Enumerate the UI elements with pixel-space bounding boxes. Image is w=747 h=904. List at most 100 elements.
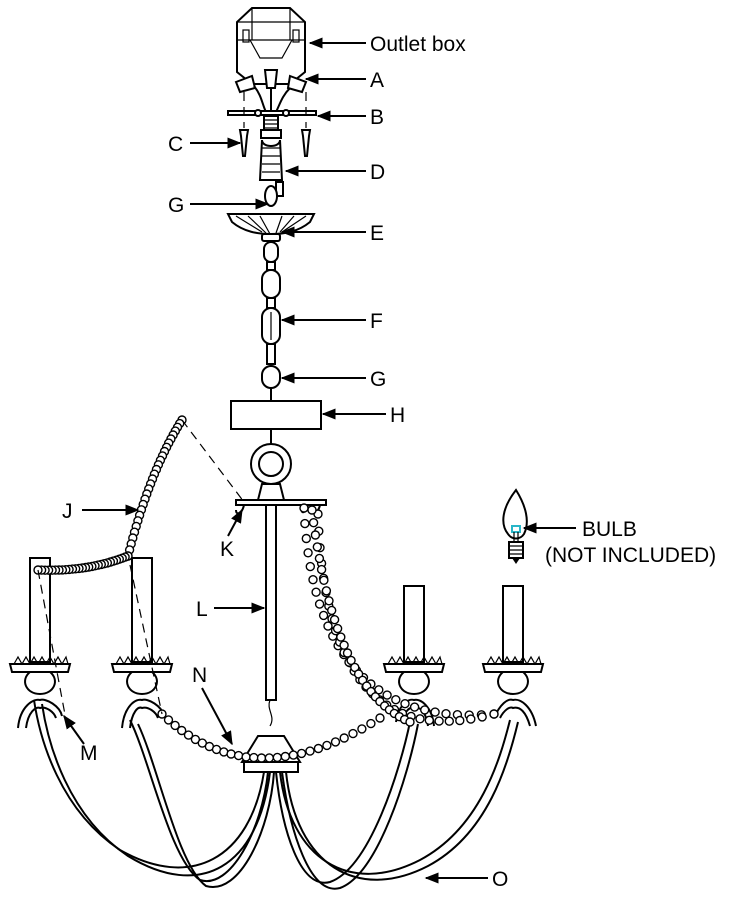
label-f: F (370, 310, 383, 333)
threaded-nipple (258, 115, 284, 207)
cover-box (230, 400, 322, 430)
bead (300, 518, 310, 529)
label-d: D (370, 161, 385, 184)
bead (405, 717, 415, 727)
label-h: H (390, 404, 405, 427)
top-loop (250, 429, 292, 501)
label-c: C (168, 133, 183, 156)
bead (305, 746, 315, 756)
bead (322, 740, 332, 751)
bead (420, 705, 430, 715)
bead (314, 599, 325, 609)
bead (330, 737, 341, 747)
label-n: N (192, 664, 207, 687)
bead (382, 690, 392, 700)
label-outlet-box: Outlet box (370, 33, 466, 56)
bead (400, 699, 410, 709)
bead (316, 564, 327, 575)
bead (256, 753, 267, 763)
bead (336, 632, 346, 642)
bead (190, 734, 201, 745)
bead (477, 712, 487, 722)
bead (366, 718, 376, 729)
bead (310, 530, 321, 540)
bead (321, 586, 332, 596)
bead (424, 715, 434, 725)
bead (176, 725, 187, 736)
bulb-icon (502, 488, 528, 564)
bead (319, 575, 329, 585)
bead (249, 752, 259, 763)
mounting-crossbar (227, 92, 317, 128)
bead (280, 751, 290, 762)
bead (324, 596, 334, 606)
label-bulb-note: (NOT INCLUDED) (545, 544, 716, 567)
bead (430, 707, 440, 717)
bead (163, 715, 174, 725)
label-b: B (370, 106, 384, 129)
bead (441, 709, 451, 719)
bead (308, 575, 318, 585)
bead (489, 709, 499, 719)
label-bulb: BULB (582, 518, 637, 541)
wire-connectors (234, 69, 308, 113)
bead (327, 605, 337, 616)
bead (288, 750, 299, 760)
bead (455, 715, 465, 726)
bead-strands (33, 415, 499, 763)
bead (308, 518, 319, 528)
candle-sockets (8, 557, 545, 729)
label-k: K (220, 538, 234, 561)
bead (264, 753, 274, 763)
bead (346, 655, 356, 666)
label-a: A (370, 69, 384, 92)
bead (323, 621, 333, 631)
bead (357, 724, 367, 734)
bead (332, 623, 343, 634)
bead (301, 533, 311, 544)
bead (233, 750, 244, 761)
bead (409, 702, 420, 712)
attach-guides (37, 419, 245, 721)
arms (33, 699, 519, 890)
bead (170, 720, 180, 731)
bead (391, 695, 401, 705)
bead (299, 503, 309, 513)
label-j: J (62, 500, 73, 523)
label-g-mid: G (370, 368, 386, 391)
bead (313, 743, 324, 754)
label-e: E (370, 222, 384, 245)
bead (296, 748, 307, 759)
bead (375, 713, 385, 723)
bead (312, 542, 322, 552)
bead (339, 733, 349, 743)
label-l: L (196, 598, 208, 621)
bead (466, 714, 476, 724)
bead (348, 728, 358, 739)
bead (342, 648, 353, 658)
bead (226, 749, 236, 759)
bead (444, 716, 454, 726)
bead (329, 615, 340, 625)
chain (261, 241, 281, 402)
bead (318, 610, 329, 621)
bead (311, 587, 321, 597)
leader-lines (63, 37, 576, 884)
label-g-top: G (168, 194, 184, 217)
label-o: O (492, 868, 508, 891)
label-m: M (80, 742, 98, 765)
bead (314, 553, 325, 564)
bead (183, 730, 194, 740)
bead (339, 640, 349, 650)
bead (272, 752, 282, 763)
bead (303, 548, 313, 558)
canopy (226, 213, 316, 242)
part-labels: Outlet box A B C D G E F G H J K L M N O… (62, 33, 716, 891)
bead (415, 714, 425, 724)
bead (305, 561, 315, 572)
stem (265, 504, 277, 727)
bead (241, 752, 251, 762)
bead (434, 716, 444, 726)
mounting-screws (238, 129, 312, 157)
